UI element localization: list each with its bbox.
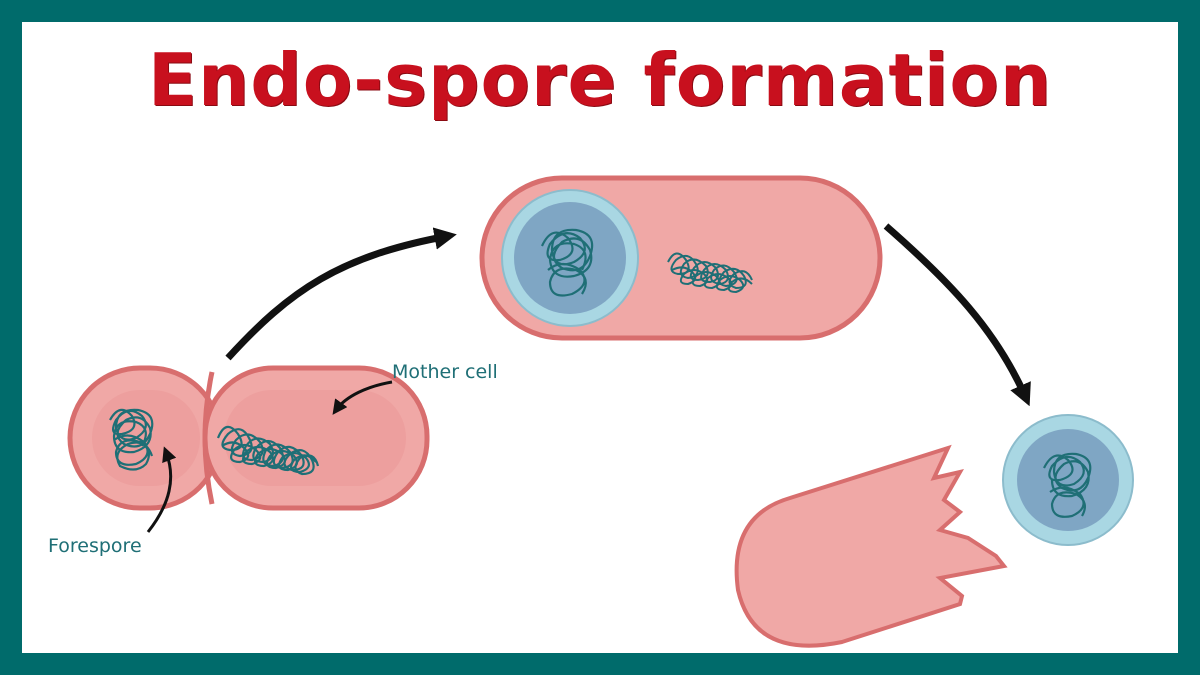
mother-cell-dna-stage2 <box>667 252 753 294</box>
free-endospore <box>1002 414 1134 546</box>
diagram-title: Endo-spore formation <box>147 38 1053 122</box>
arrow-to-release-stage <box>883 223 1031 407</box>
lysed-mother-cell <box>734 444 1008 648</box>
mother-cell-pointer <box>332 380 393 415</box>
free-spore-dna <box>1043 452 1092 518</box>
mother-cell-with-spore <box>479 175 883 341</box>
arrow-to-spore-stage <box>225 227 457 361</box>
spore-core-dna <box>540 228 594 297</box>
forespore-label: Forespore <box>48 535 142 557</box>
mother-cell-label: Mother cell <box>392 361 498 383</box>
mother-cell-dna <box>216 425 320 476</box>
forespore-pointer <box>146 446 177 533</box>
forespore-dna <box>109 408 154 471</box>
